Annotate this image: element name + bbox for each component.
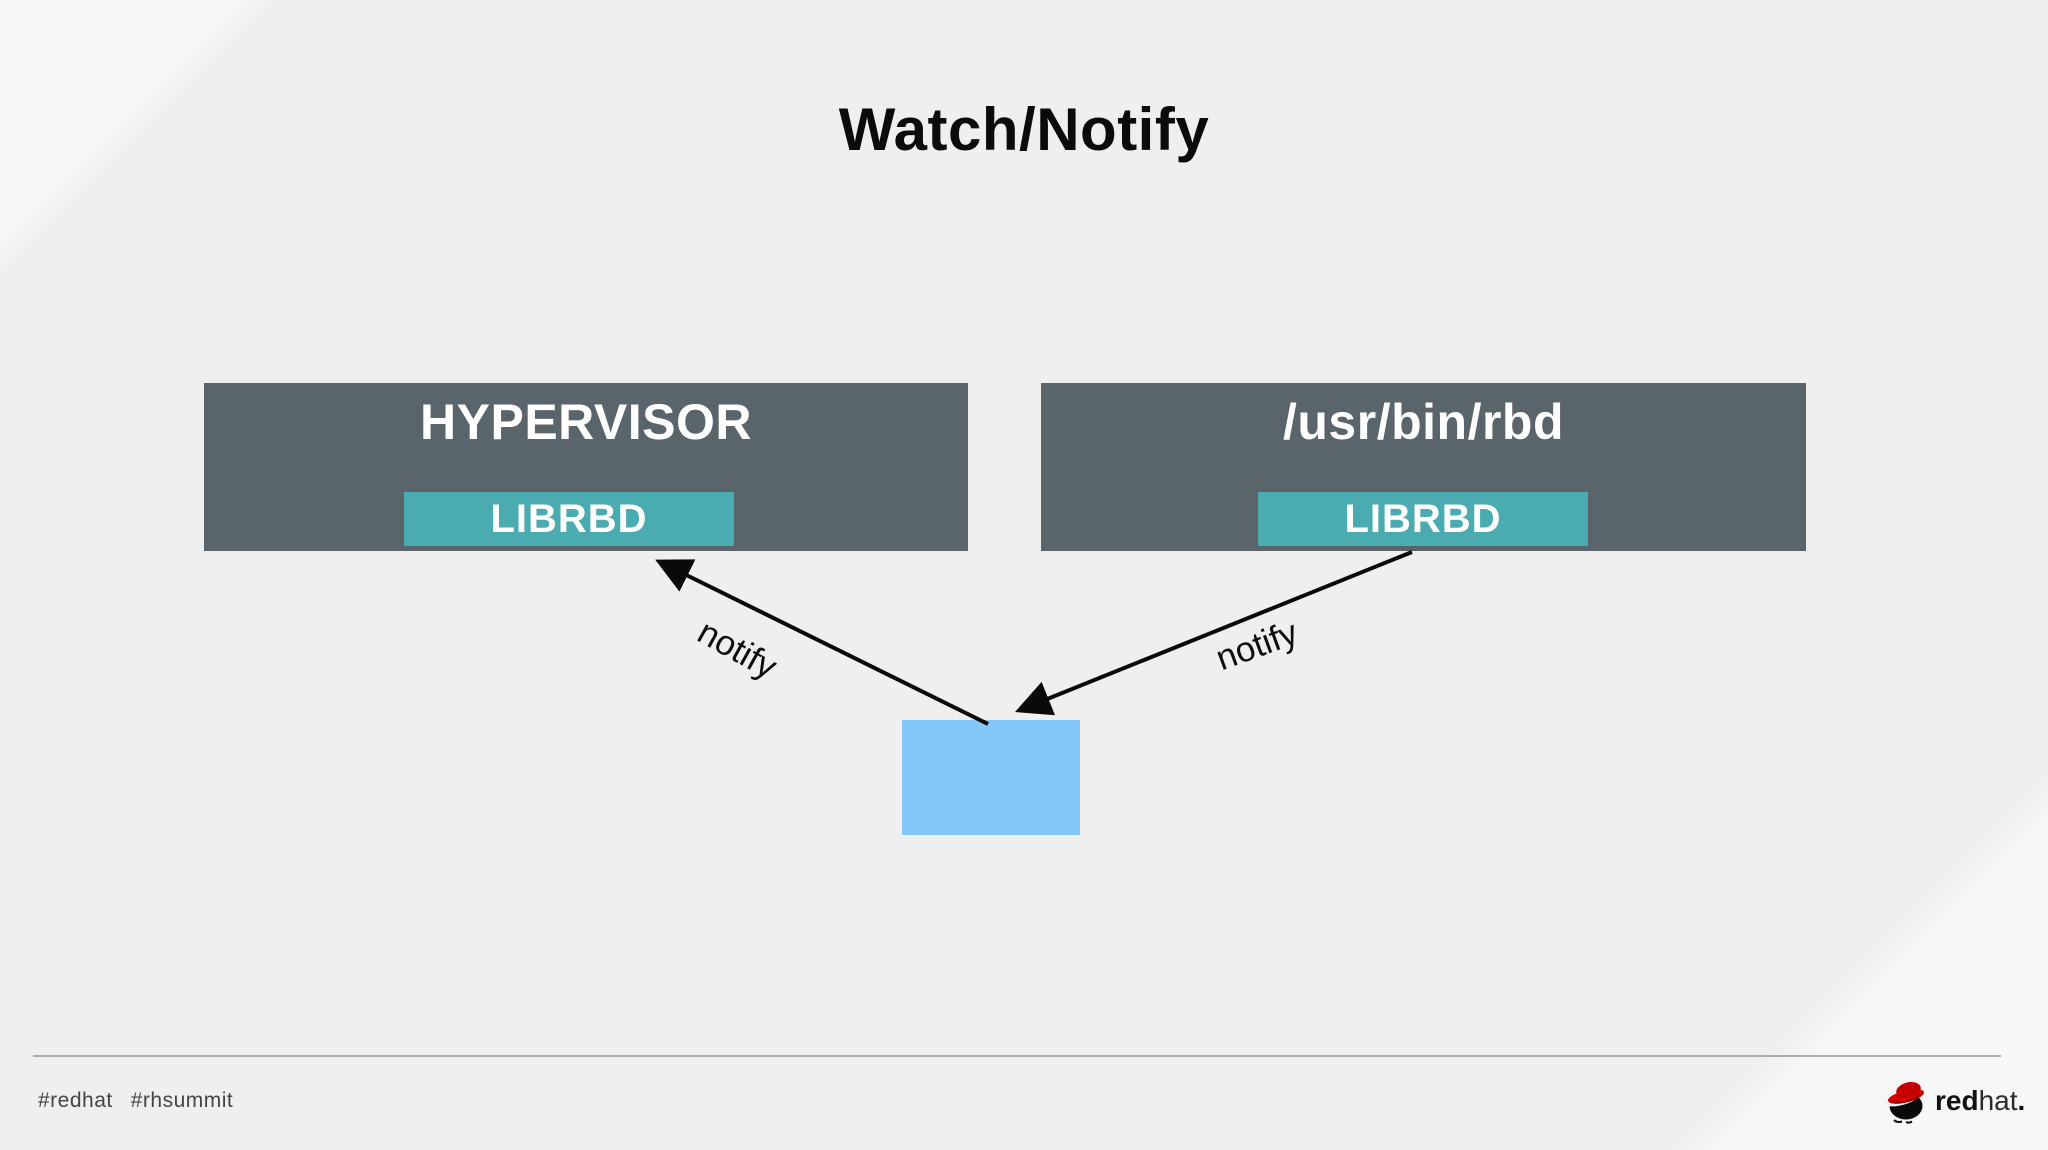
node-hypervisor: HYPERVISOR LIBRBD [204,383,968,551]
redhat-fedora-icon [1884,1082,1925,1124]
slide-title: Watch/Notify [838,96,1210,163]
node-usr-bin-rbd-librbd-label: LIBRBD [1258,492,1588,546]
hashtag-rhsummit: #rhsummit [130,1089,234,1112]
node-usr-bin-rbd: /usr/bin/rbd LIBRBD [1041,383,1806,551]
hashtag-redhat: #redhat [38,1089,113,1112]
footer-hashtags: #redhat #rhsummit [38,1089,233,1113]
node-hypervisor-title: HYPERVISOR [420,394,752,450]
node-usr-bin-rbd-title: /usr/bin/rbd [1283,394,1564,450]
watcher-box [902,720,1080,835]
redhat-logo: redhat. [1884,1078,2025,1124]
footer-divider [33,1055,2001,1057]
background-diagonal-bottom-right [1148,450,2048,1150]
notify-arrow-to-watcher [1014,550,1413,716]
wordmark-period: . [2017,1085,2026,1116]
notify-label-right: notify [1210,612,1303,679]
redhat-wordmark: redhat. [1935,1087,2025,1115]
wordmark-red: red [1935,1085,1979,1116]
node-hypervisor-librbd-label: LIBRBD [404,492,734,546]
wordmark-hat: hat [1978,1085,2018,1116]
notify-label-left: notify [691,612,784,687]
